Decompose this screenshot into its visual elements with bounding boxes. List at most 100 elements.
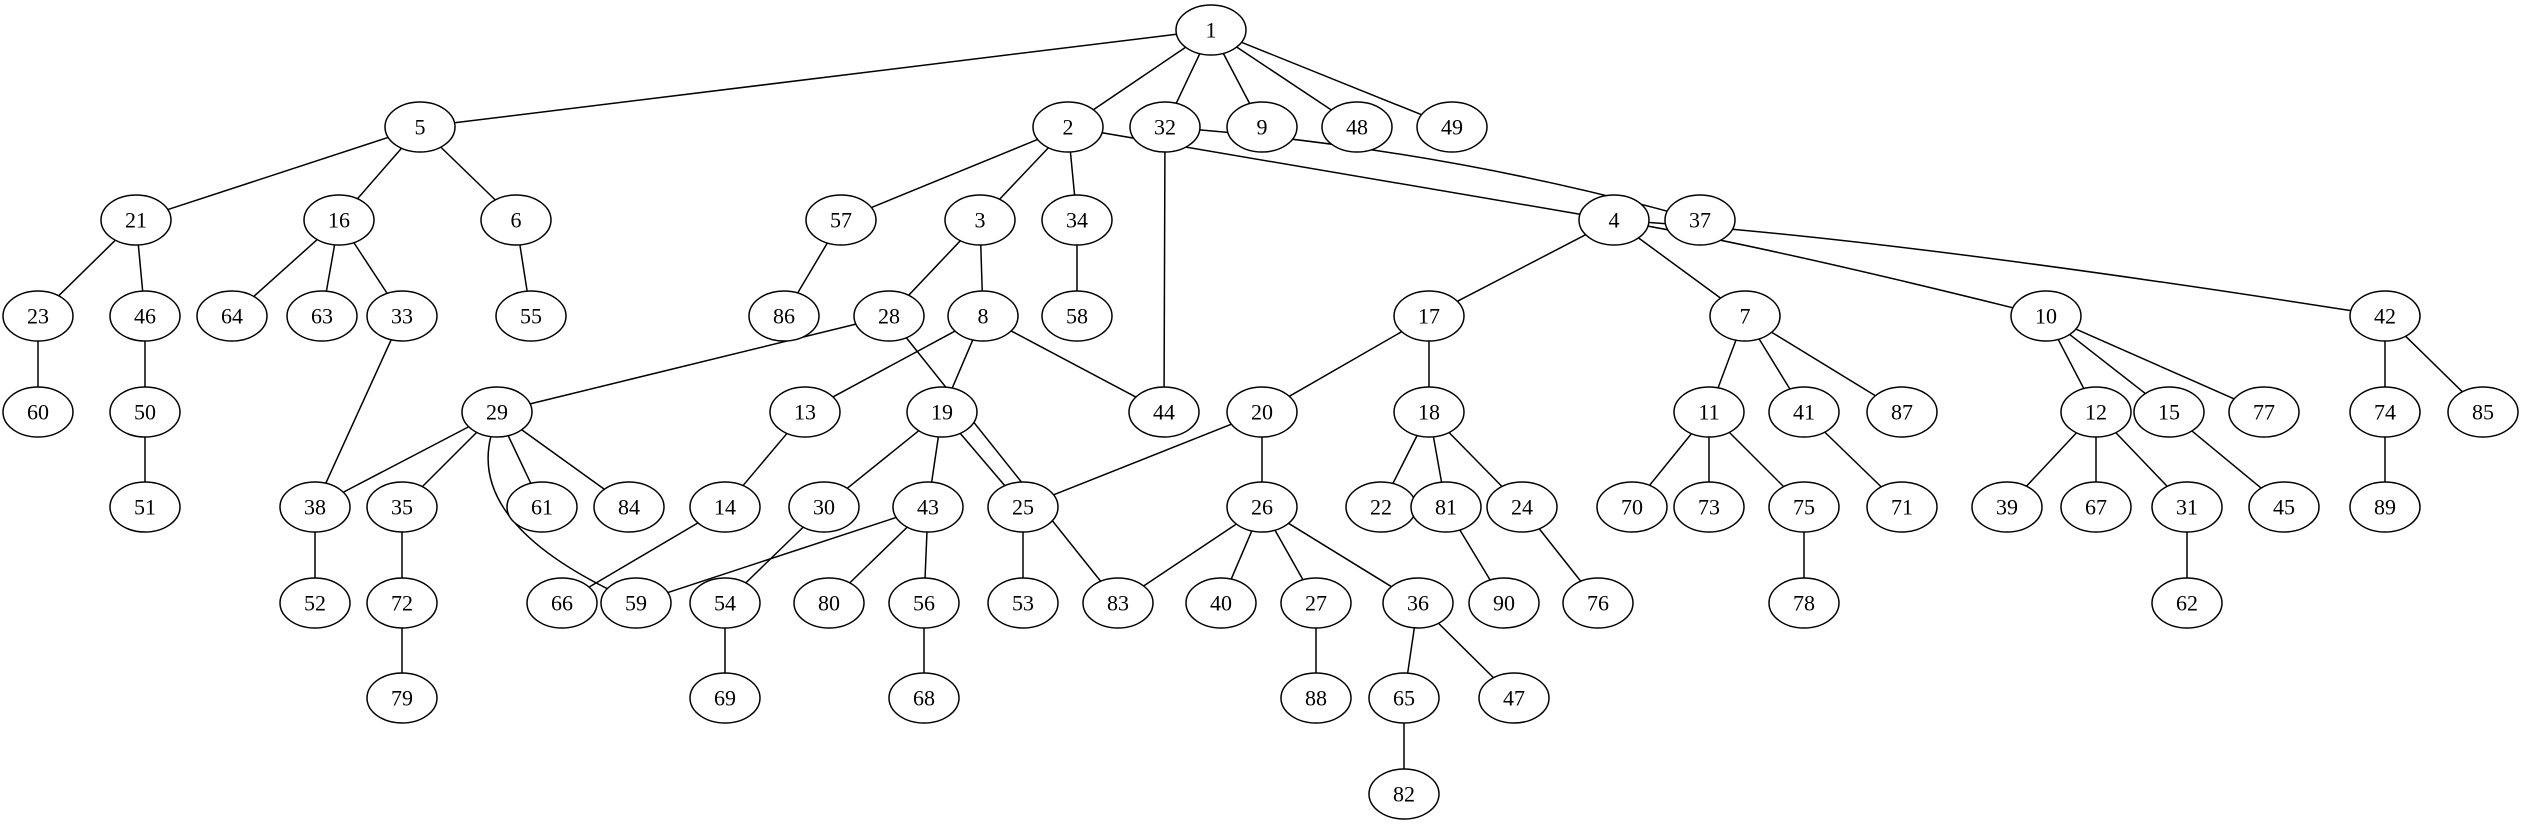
node-label: 37 <box>1689 208 1711 233</box>
node-label: 2 <box>1063 115 1074 140</box>
node-ellipse <box>689 672 761 724</box>
edge-4-17 <box>1456 234 1587 302</box>
edge-33-38 <box>325 339 392 484</box>
node-ellipse <box>1866 481 1938 533</box>
edge-3-8 <box>980 244 983 292</box>
graph-node: 32 <box>1129 101 1201 153</box>
node-label: 34 <box>1066 208 1088 233</box>
node-ellipse <box>1393 386 1465 438</box>
graph-node: 72 <box>366 577 438 629</box>
graph-node: 60 <box>2 386 74 438</box>
edge-20-25 <box>1053 423 1232 496</box>
graph-node: 42 <box>2349 290 2421 342</box>
edge-1-32 <box>1175 53 1201 104</box>
edge-8-19 <box>951 339 974 389</box>
edge-1-5 <box>454 33 1177 124</box>
node-label: 71 <box>1891 495 1913 520</box>
graph-node: 90 <box>1468 577 1540 629</box>
graph-node: 47 <box>1478 672 1550 724</box>
graph-node: 81 <box>1410 481 1482 533</box>
graph-node: 61 <box>506 481 578 533</box>
node-ellipse <box>2060 386 2132 438</box>
node-ellipse <box>109 386 181 438</box>
graph-node: 56 <box>888 577 960 629</box>
edge-29-38 <box>342 426 470 493</box>
node-label: 28 <box>878 304 900 329</box>
edge-43-80 <box>849 526 908 584</box>
graph-node: 83 <box>1082 577 1154 629</box>
node-label: 36 <box>1407 591 1429 616</box>
node-label: 3 <box>975 208 986 233</box>
node-ellipse <box>366 481 438 533</box>
node-label: 20 <box>1251 400 1273 425</box>
node-label: 69 <box>714 686 736 711</box>
graph-node: 63 <box>286 290 358 342</box>
edge-7-41 <box>1758 338 1791 390</box>
node-ellipse <box>947 290 1019 342</box>
graph-node: 52 <box>279 577 351 629</box>
graph-node: 33 <box>366 290 438 342</box>
node-label: 82 <box>1393 782 1415 807</box>
node-label: 47 <box>1503 686 1525 711</box>
graph-node: 64 <box>196 290 268 342</box>
node-label: 78 <box>1793 591 1815 616</box>
graph-node: 50 <box>109 386 181 438</box>
node-label: 44 <box>1153 400 1175 425</box>
node-label: 52 <box>304 591 326 616</box>
node-label: 55 <box>520 304 542 329</box>
node-ellipse <box>1768 386 1840 438</box>
edge-11-75 <box>1728 431 1785 488</box>
node-ellipse <box>495 290 567 342</box>
graph-node: 39 <box>1971 481 2043 533</box>
node-label: 27 <box>1305 591 1327 616</box>
graph-node: 71 <box>1866 481 1938 533</box>
edge-19-43 <box>930 436 940 483</box>
node-ellipse <box>366 672 438 724</box>
node-label: 90 <box>1493 591 1515 616</box>
node-label: 16 <box>328 208 350 233</box>
node-ellipse <box>2349 481 2421 533</box>
node-ellipse <box>1368 768 1440 820</box>
node-ellipse <box>1596 481 1668 533</box>
node-ellipse <box>689 481 761 533</box>
node-ellipse <box>1768 481 1840 533</box>
node-label: 46 <box>134 304 156 329</box>
graph-node: 18 <box>1393 386 1465 438</box>
node-ellipse <box>888 577 960 629</box>
node-ellipse <box>906 386 978 438</box>
graph-node: 10 <box>2010 290 2082 342</box>
node-label: 85 <box>2472 400 2494 425</box>
node-ellipse <box>1368 672 1440 724</box>
graph-node: 13 <box>769 386 841 438</box>
graph-node: 78 <box>1768 577 1840 629</box>
graph-node: 58 <box>1041 290 1113 342</box>
edge-7-87 <box>1771 331 1876 397</box>
node-ellipse <box>480 194 552 246</box>
node-ellipse <box>2349 386 2421 438</box>
node-label: 8 <box>978 304 989 329</box>
node-ellipse <box>600 577 672 629</box>
node-ellipse <box>987 481 1059 533</box>
graph-node: 74 <box>2349 386 2421 438</box>
edge-19-30 <box>846 430 920 489</box>
node-label: 88 <box>1305 686 1327 711</box>
node-ellipse <box>769 386 841 438</box>
edge-1-49 <box>1241 41 1422 116</box>
node-ellipse <box>853 290 925 342</box>
graph-node: 76 <box>1562 577 1634 629</box>
graph-node: 9 <box>1226 101 1298 153</box>
edge-2-3 <box>999 147 1049 200</box>
node-ellipse <box>1128 386 1200 438</box>
node-label: 79 <box>391 686 413 711</box>
node-label: 68 <box>913 686 935 711</box>
edge-57-86 <box>797 242 828 294</box>
graph-node: 17 <box>1393 290 1465 342</box>
node-ellipse <box>1032 101 1104 153</box>
graph-node: 49 <box>1416 101 1488 153</box>
node-label: 26 <box>1251 495 1273 520</box>
node-ellipse <box>2228 386 2300 438</box>
graph-node: 14 <box>689 481 761 533</box>
graph-node: 23 <box>2 290 74 342</box>
graph-node: 15 <box>2133 386 2205 438</box>
node-ellipse <box>196 290 268 342</box>
